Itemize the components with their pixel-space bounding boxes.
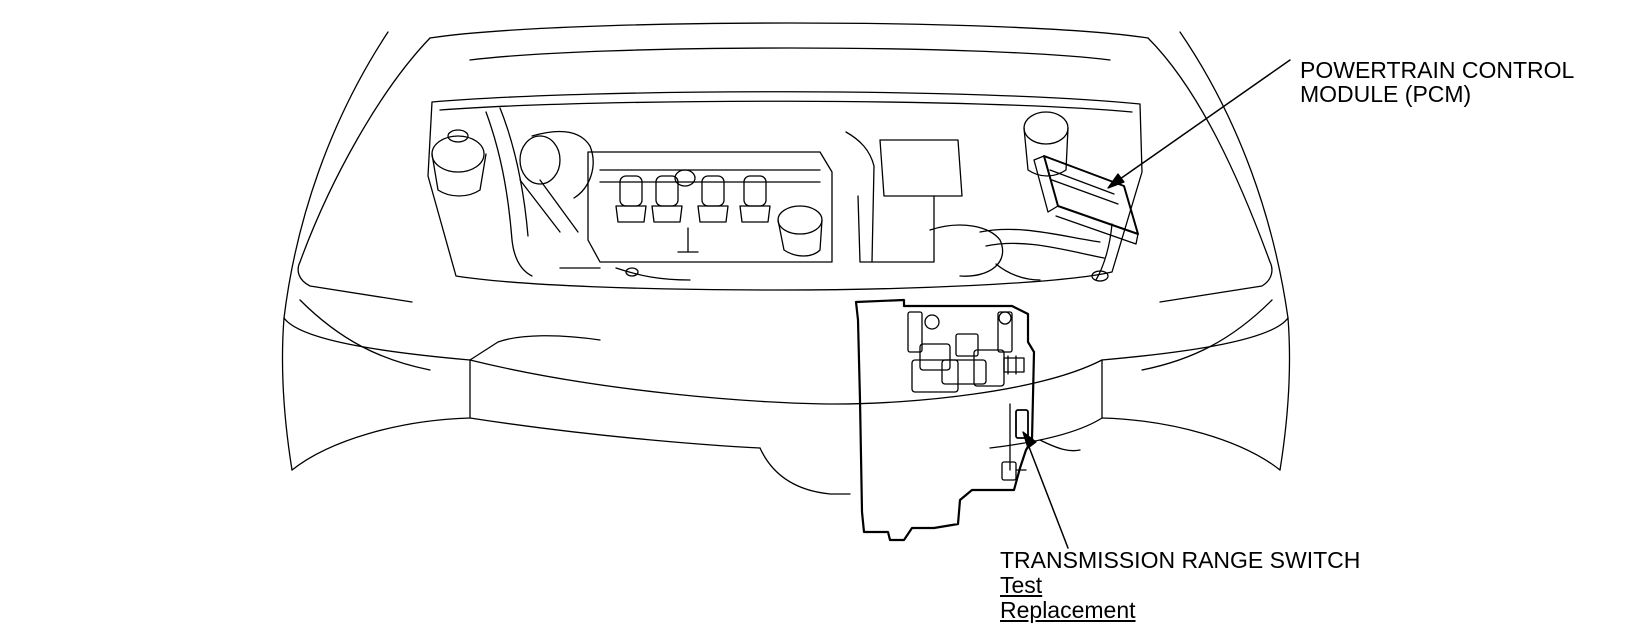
car-body-outline (281, 22, 1291, 495)
pcm-callout-line2: MODULE (PCM) (1300, 81, 1472, 107)
trs-replacement-link[interactable]: Replacement (1000, 597, 1136, 623)
trs-test-link[interactable]: Test (1000, 572, 1043, 598)
trs-arrowhead (1022, 431, 1037, 449)
leader-lines (1023, 59, 1291, 549)
pcm-leader-line (1109, 59, 1291, 187)
trs-leader-line (1023, 433, 1069, 549)
transmission-case (854, 298, 1036, 542)
engine-bay (427, 91, 1143, 291)
pcm-arrowhead (1107, 173, 1125, 189)
trs-callout-title: TRANSMISSION RANGE SWITCH (1000, 547, 1361, 573)
pcm-module (1033, 155, 1139, 245)
pcm-callout-line1: POWERTRAIN CONTROL (1300, 57, 1575, 83)
